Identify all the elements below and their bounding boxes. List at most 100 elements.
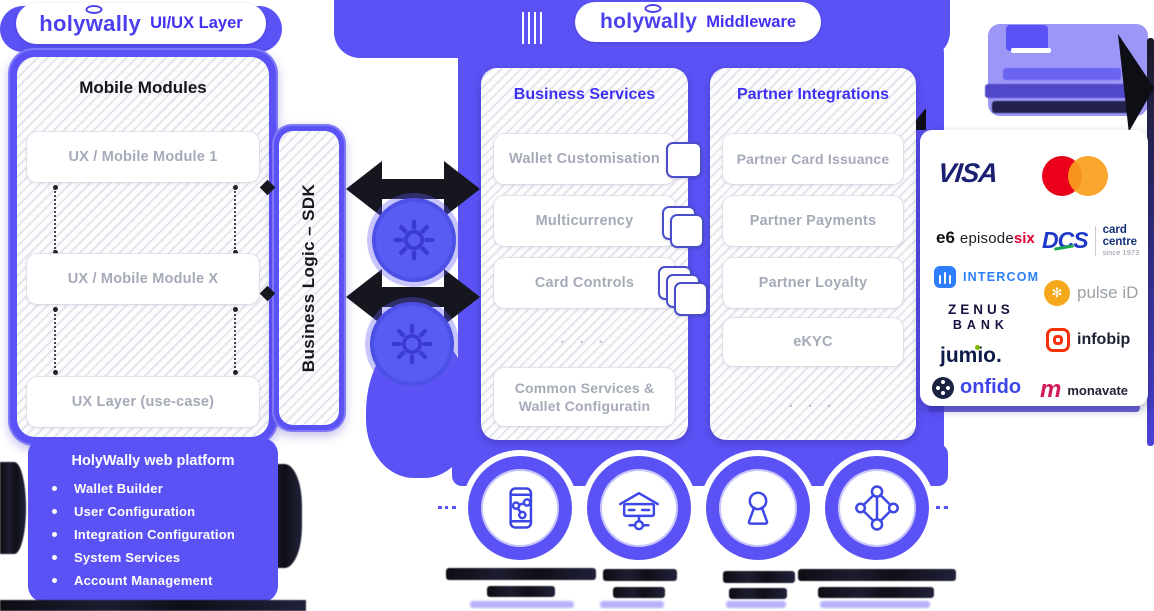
sdk-bar-inner bbox=[279, 131, 339, 425]
integration-card: eKYC bbox=[723, 318, 903, 366]
stacked-squares-icon bbox=[670, 214, 704, 248]
caption-glitch-shadow bbox=[470, 601, 574, 608]
business-services-panel: Business Services Wallet Customisation M… bbox=[481, 68, 708, 440]
glitch-shadow bbox=[0, 462, 26, 554]
glitch-underline bbox=[1011, 48, 1051, 53]
dcs-card: card bbox=[1102, 224, 1127, 236]
dcs-card-centre-logo: DCS card centre since 1973 bbox=[1042, 224, 1139, 257]
pulse-id-icon: ✻ bbox=[1044, 280, 1070, 306]
dotted-connector bbox=[53, 307, 58, 375]
monavate-logo: m monavate bbox=[1040, 378, 1128, 402]
episodesix-six: six bbox=[1013, 229, 1035, 247]
dotted-connector bbox=[233, 185, 238, 255]
glitch-text-bar bbox=[1003, 68, 1121, 80]
ux-layer-card: UX Layer (use-case) bbox=[27, 377, 259, 427]
bidirectional-arrow bbox=[346, 161, 480, 217]
mobile-modules-panel: Mobile Modules UX / Mobile Module 1 UX /… bbox=[8, 48, 278, 446]
caption-glitch-shadow bbox=[726, 601, 786, 608]
bullet-dot bbox=[52, 486, 57, 491]
bullet-dot bbox=[52, 509, 57, 514]
bidirectional-arrow bbox=[346, 269, 480, 325]
item-label: Integration Configuration bbox=[74, 527, 235, 542]
pulse-id-text: pulse iD bbox=[1077, 283, 1139, 302]
single-square-icon bbox=[666, 142, 702, 178]
infobip-logo: infobip bbox=[1046, 328, 1130, 352]
zenus-text: ZENUS bbox=[948, 302, 1014, 317]
more-items-dots: · · · bbox=[788, 398, 838, 415]
mobile-module-card: UX / Mobile Module X bbox=[27, 254, 259, 304]
zenus-bank-logo: ZENUS BANK bbox=[948, 302, 1014, 332]
gear-badge bbox=[372, 198, 456, 282]
integration-card: Partner Loyalty bbox=[723, 258, 903, 308]
glitch-text-bar bbox=[985, 84, 1143, 98]
infobip-icon bbox=[1046, 328, 1070, 352]
pulse-id-logo: ✻ pulse iD bbox=[1044, 280, 1138, 306]
glitch-block bbox=[1006, 25, 1048, 51]
stripe-decoration bbox=[522, 12, 546, 44]
caption-glitch-shadow bbox=[600, 601, 664, 608]
web-platform-box: HolyWally web platform Wallet Builder Us… bbox=[28, 438, 278, 602]
dcs-text: DCS bbox=[1042, 227, 1089, 254]
middleware-label: Middleware bbox=[706, 12, 797, 31]
dcs-since: since 1973 bbox=[1102, 250, 1140, 258]
bullet-dot bbox=[52, 578, 57, 583]
dcs-centre: centre bbox=[1102, 236, 1138, 249]
web-platform-item: System Services bbox=[52, 550, 278, 565]
onfido-logo: onfido bbox=[932, 376, 1021, 399]
jumio-text: jumio. bbox=[940, 344, 1002, 367]
e6-icon: e6 bbox=[936, 228, 955, 247]
infobip-text: infobip bbox=[1077, 331, 1131, 348]
bullet-dot bbox=[52, 532, 57, 537]
business-services-title: Business Services bbox=[513, 86, 656, 103]
brand-halo-w: w bbox=[85, 10, 104, 36]
episodesix-text: episode bbox=[959, 229, 1014, 247]
episodesix-logo: e6 episode six bbox=[936, 228, 1035, 248]
jumio-green-dot bbox=[975, 345, 981, 350]
mobile-share-icon bbox=[509, 487, 533, 529]
integration-card: Partner Card Issuance bbox=[723, 134, 903, 184]
more-items-dots: · · · bbox=[560, 334, 609, 351]
brand-pre: holy bbox=[39, 10, 86, 36]
capability-circle bbox=[825, 456, 929, 560]
mobile-module-card: UX / Mobile Module 1 bbox=[27, 132, 259, 182]
mobile-modules-title: Mobile Modules bbox=[79, 78, 207, 97]
caption-glitch bbox=[723, 571, 795, 583]
glitch-text-bar bbox=[992, 101, 1140, 113]
caption-glitch bbox=[487, 586, 555, 597]
dotted-link bbox=[936, 506, 948, 509]
mastercard-orange-circle bbox=[1068, 156, 1108, 196]
capability-circle bbox=[706, 456, 810, 560]
sdk-bar-label: Business Logic – SDK bbox=[299, 183, 318, 373]
capability-circle bbox=[468, 456, 572, 560]
bank-text: BANK bbox=[952, 317, 1009, 332]
partner-integrations-title: Partner Integrations bbox=[736, 86, 890, 103]
stacked-squares-icon bbox=[674, 282, 708, 316]
dotted-link bbox=[438, 506, 456, 509]
intercom-icon bbox=[934, 266, 956, 288]
dotted-connector bbox=[233, 307, 238, 375]
onfido-text: onfido bbox=[960, 376, 1022, 398]
gear-icon bbox=[393, 219, 435, 261]
uiux-layer-label: UI/UX Layer bbox=[150, 14, 243, 32]
common-services-card: Common Services & Wallet Configuratin bbox=[494, 368, 675, 426]
glitch-shadow bbox=[0, 600, 306, 611]
dotted-connector bbox=[53, 185, 58, 255]
caption-glitch bbox=[603, 569, 677, 581]
caption-glitch bbox=[613, 587, 665, 598]
partner-integrations-panel: Partner Integrations Partner Card Issuan… bbox=[710, 68, 916, 440]
web-platform-title: HolyWally web platform bbox=[71, 453, 235, 469]
common-services-line1: Common Services & bbox=[514, 379, 655, 396]
item-label: Account Management bbox=[74, 573, 213, 588]
network-diamond-icon bbox=[855, 485, 899, 531]
capability-circle bbox=[587, 456, 691, 560]
common-services-line2: Wallet Configuratin bbox=[518, 398, 651, 414]
visa-text: VISA bbox=[936, 158, 999, 188]
web-platform-item: Account Management bbox=[52, 573, 278, 588]
bullet-dot bbox=[52, 555, 57, 560]
server-node-icon bbox=[619, 491, 659, 531]
